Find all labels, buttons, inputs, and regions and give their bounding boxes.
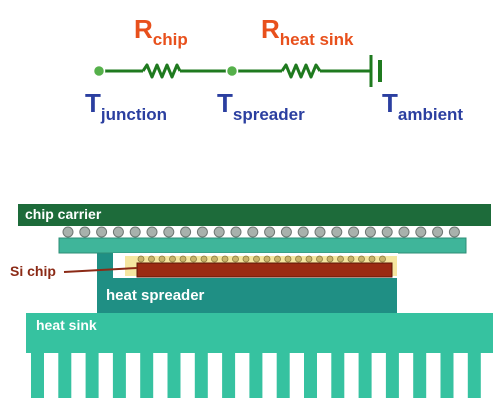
chip-bump (190, 255, 197, 263)
solder-bump (364, 226, 376, 238)
chip-bump (221, 255, 229, 263)
heat-sink-fins (31, 350, 481, 398)
node-junction (92, 64, 106, 78)
solder-bump (129, 226, 141, 238)
heat-sink-fin (467, 350, 481, 398)
chip-bump (200, 255, 208, 263)
substrate (58, 237, 467, 254)
label-r-heat-sink: Rheat sink (261, 14, 354, 49)
label-r-chip: Rchip (134, 14, 188, 49)
heat-sink-fin (194, 350, 208, 398)
label-t-junction: Tjunction (85, 88, 167, 124)
chip-bump (347, 255, 355, 263)
heat-sink-fin (276, 350, 290, 398)
heat-sink-base (26, 313, 493, 353)
solder-bump (62, 226, 74, 238)
solder-bump (448, 226, 460, 238)
chip-bump (337, 255, 344, 263)
heat-sink-fin (331, 350, 345, 398)
chip-bump (274, 255, 281, 263)
chip-bump (284, 255, 292, 263)
solder-bump (247, 226, 259, 238)
heat-sink-fin (31, 350, 44, 398)
chip-bump (232, 255, 239, 263)
chip-bump (211, 255, 218, 263)
carrier-solder-bumps (62, 226, 460, 238)
chip-carrier-label: chip carrier (25, 206, 102, 222)
heat-sink-fin (85, 350, 99, 398)
chip-bump (263, 255, 271, 263)
heat-sink-fin (358, 350, 372, 398)
heat-sink-fin (140, 350, 154, 398)
solder-bump (112, 226, 124, 238)
solder-bump (432, 226, 444, 238)
chip-bump (305, 255, 313, 263)
chip-bump (148, 255, 155, 263)
si-chip-label: Si chip (10, 263, 56, 279)
heat-spreader-label: heat spreader (106, 287, 205, 304)
label-t-ambient: Tambient (382, 88, 463, 124)
solder-bump (297, 226, 309, 238)
solder-bump (398, 226, 410, 238)
solder-bump (348, 226, 360, 238)
solder-bump (230, 226, 242, 238)
heat-sink-fin (440, 350, 454, 398)
heat-sink-fin (304, 350, 317, 398)
heat-sink-fin (385, 350, 399, 398)
solder-bump (280, 226, 292, 238)
solder-bump (314, 226, 326, 238)
chip-carrier (18, 204, 491, 226)
node-spreader (225, 64, 239, 78)
solder-bump (163, 226, 175, 238)
solder-bump (381, 226, 393, 238)
heat-sink-fin (112, 350, 126, 398)
heat-sink-fin (249, 350, 263, 398)
resistor-heat-sink (280, 63, 322, 79)
solder-bump (213, 226, 225, 238)
si-chip-leader (63, 267, 138, 273)
si-chip (136, 262, 393, 278)
solder-bump (180, 226, 192, 238)
chip-bump (368, 255, 376, 263)
solder-bump (331, 226, 343, 238)
package-cross-section: heat sink heat spreader chip carrier Si … (10, 204, 493, 398)
chip-bump (158, 255, 166, 263)
heat-sink-fin (413, 350, 427, 398)
solder-bump (264, 226, 276, 238)
solder-bump (79, 226, 91, 238)
solder-bump (146, 226, 158, 238)
solder-bump (196, 226, 208, 238)
chip-bump (295, 255, 302, 263)
heat-sink-fin (167, 350, 181, 398)
heat-sink-fin (58, 350, 72, 398)
chip-bump (326, 255, 334, 263)
chip-bump (179, 255, 187, 263)
solder-bump (415, 226, 427, 238)
thermal-circuit: Rchip Rheat sink Tjunction Tspreader Tam… (85, 14, 463, 124)
chip-bump (169, 255, 176, 263)
chip-bump (379, 255, 386, 263)
chip-solder-bumps (137, 255, 386, 263)
heat-sink-label: heat sink (36, 317, 97, 333)
chip-bump (253, 255, 260, 263)
chip-bump (358, 255, 365, 263)
label-t-spreader: Tspreader (217, 88, 305, 124)
chip-bump (316, 255, 323, 263)
solder-bump (96, 226, 108, 238)
resistor-chip (141, 63, 182, 79)
chip-bump (137, 255, 145, 263)
chip-bump (242, 255, 250, 263)
heat-sink-fin (222, 350, 236, 398)
